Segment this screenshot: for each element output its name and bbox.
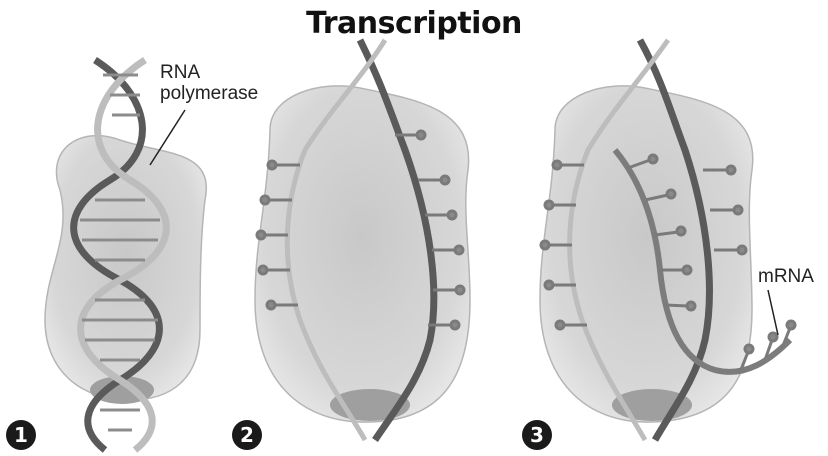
step-1-marker: 1 <box>6 420 36 450</box>
rna-polymerase-label-line1: RNA <box>160 62 258 83</box>
mrna-pointer <box>768 290 778 335</box>
step-2-marker: 2 <box>232 420 262 450</box>
rna-polymerase-label-line2: polymerase <box>160 83 258 104</box>
panel-1 <box>45 60 206 450</box>
rna-polymerase-label: RNA polymerase <box>160 62 258 104</box>
step-3-marker: 3 <box>522 420 552 450</box>
panel-2 <box>255 40 470 440</box>
mrna-label: mRNA <box>758 266 814 287</box>
panel-3 <box>540 40 795 440</box>
